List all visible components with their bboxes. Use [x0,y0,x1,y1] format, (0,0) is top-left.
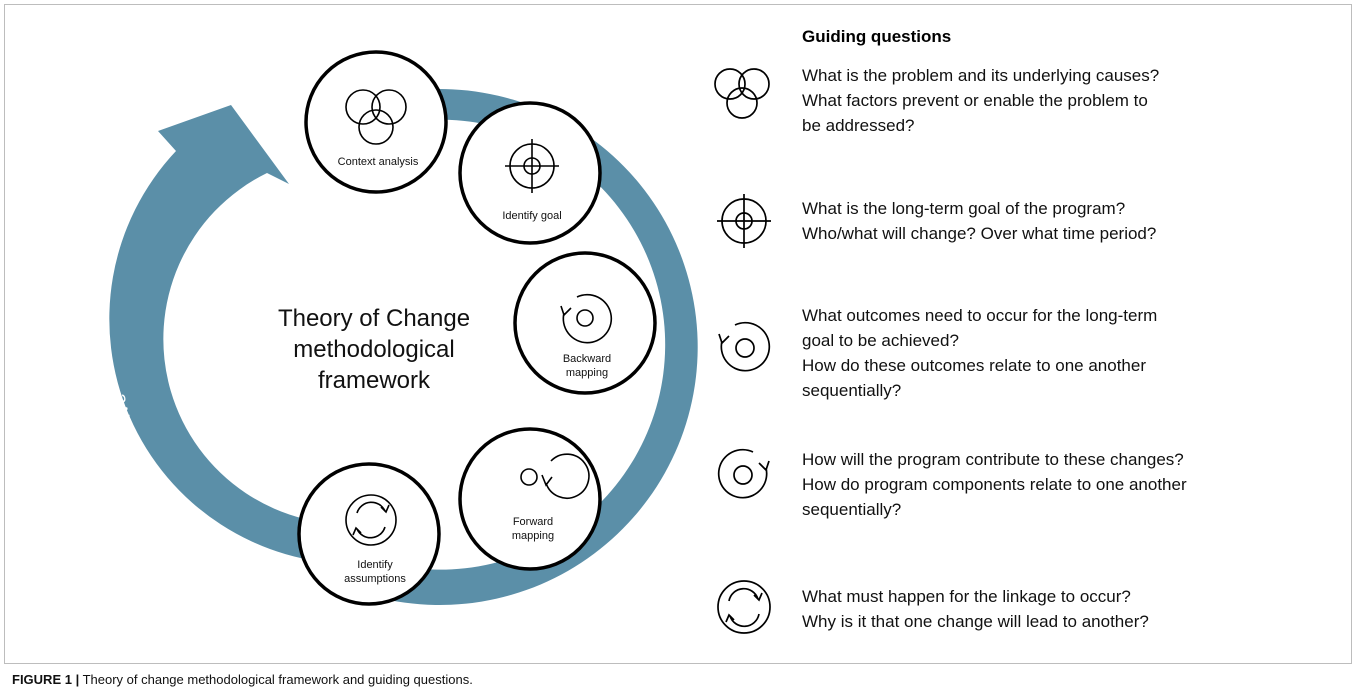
node-label-text: Identify [357,559,393,571]
node-label-text: assumptions [344,573,406,585]
forward-circle-arrow-icon [520,453,590,499]
question-line: What is the problem and its underlying c… [802,66,1160,85]
node-label-identify-assumptions: Identify assumptions [315,558,435,586]
question-group-goal: What is the long-term goal of the progra… [802,196,1282,246]
question-line: What factors prevent or enable the probl… [802,91,1148,110]
node-label-text: Forward [512,516,554,528]
question-group-backward: What outcomes need to occur for the long… [802,303,1282,403]
crosshair-target-icon [717,194,771,248]
node-label-forward-mapping: Forward mapping [478,515,588,543]
overlapping-circles-icon [345,89,407,145]
figure-caption: FIGURE 1 | Theory of change methodologic… [12,672,473,687]
question-group-context: What is the problem and its underlying c… [802,63,1282,138]
node-label-text: Context analysis [337,156,419,168]
node-label-text: Identify goal [502,210,562,222]
backward-circle-arrow-icon [718,321,771,372]
figure-frame: Iterative, cyclical, reflexive [4,4,1352,664]
node-label-text: Backward [562,353,612,365]
caption-text: Theory of change methodological framewor… [79,672,473,687]
question-line: How will the program contribute to these… [802,450,1184,469]
center-title-line: Theory of Change [277,305,471,332]
node-label-text: mapping [511,530,555,542]
question-line: sequentially? [802,381,902,400]
question-line: Why is it that one change will lead to a… [802,612,1149,631]
question-line: What outcomes need to occur for the long… [802,306,1158,325]
center-title: Theory of Change methodological framewor… [249,303,499,396]
node-forward-mapping [458,427,602,571]
guiding-questions-heading: Guiding questions [802,27,952,46]
node-identify-assumptions [297,462,441,606]
backward-circle-arrow-icon [560,293,613,344]
center-title-line: framework [317,367,431,394]
framework-diagram: Iterative, cyclical, reflexive [108,50,771,634]
question-line: be addressed? [802,116,915,135]
question-line: What is the long-term goal of the progra… [802,199,1126,218]
question-line: goal to be achieved? [802,331,959,350]
question-line: What must happen for the linkage to occu… [802,587,1131,606]
node-identify-goal [458,101,602,245]
center-title-line: methodological [293,336,455,363]
question-line: How do these outcomes relate to one anot… [802,356,1146,375]
node-label-text: mapping [565,367,609,379]
forward-circle-arrow-icon [717,448,770,499]
crosshair-target-icon [505,139,559,193]
question-line: How do program components relate to one … [802,475,1187,494]
node-label-backward-mapping: Backward mapping [532,352,642,380]
question-line: sequentially? [802,500,902,519]
node-backward-mapping [513,251,657,395]
cycle-arrows-icon [345,494,397,546]
question-line: Who/what will change? Over what time per… [802,224,1157,243]
iterative-arrow [109,105,369,565]
question-group-forward: How will the program contribute to these… [802,447,1282,522]
caption-label: FIGURE 1 | [12,672,80,687]
node-label-context-analysis: Context analysis [323,155,433,169]
node-label-identify-goal: Identify goal [477,209,587,223]
node-context-analysis [304,50,448,194]
cycle-arrows-icon [717,580,771,634]
question-group-assumptions: What must happen for the linkage to occu… [802,584,1282,634]
overlapping-circles-icon [714,68,770,119]
